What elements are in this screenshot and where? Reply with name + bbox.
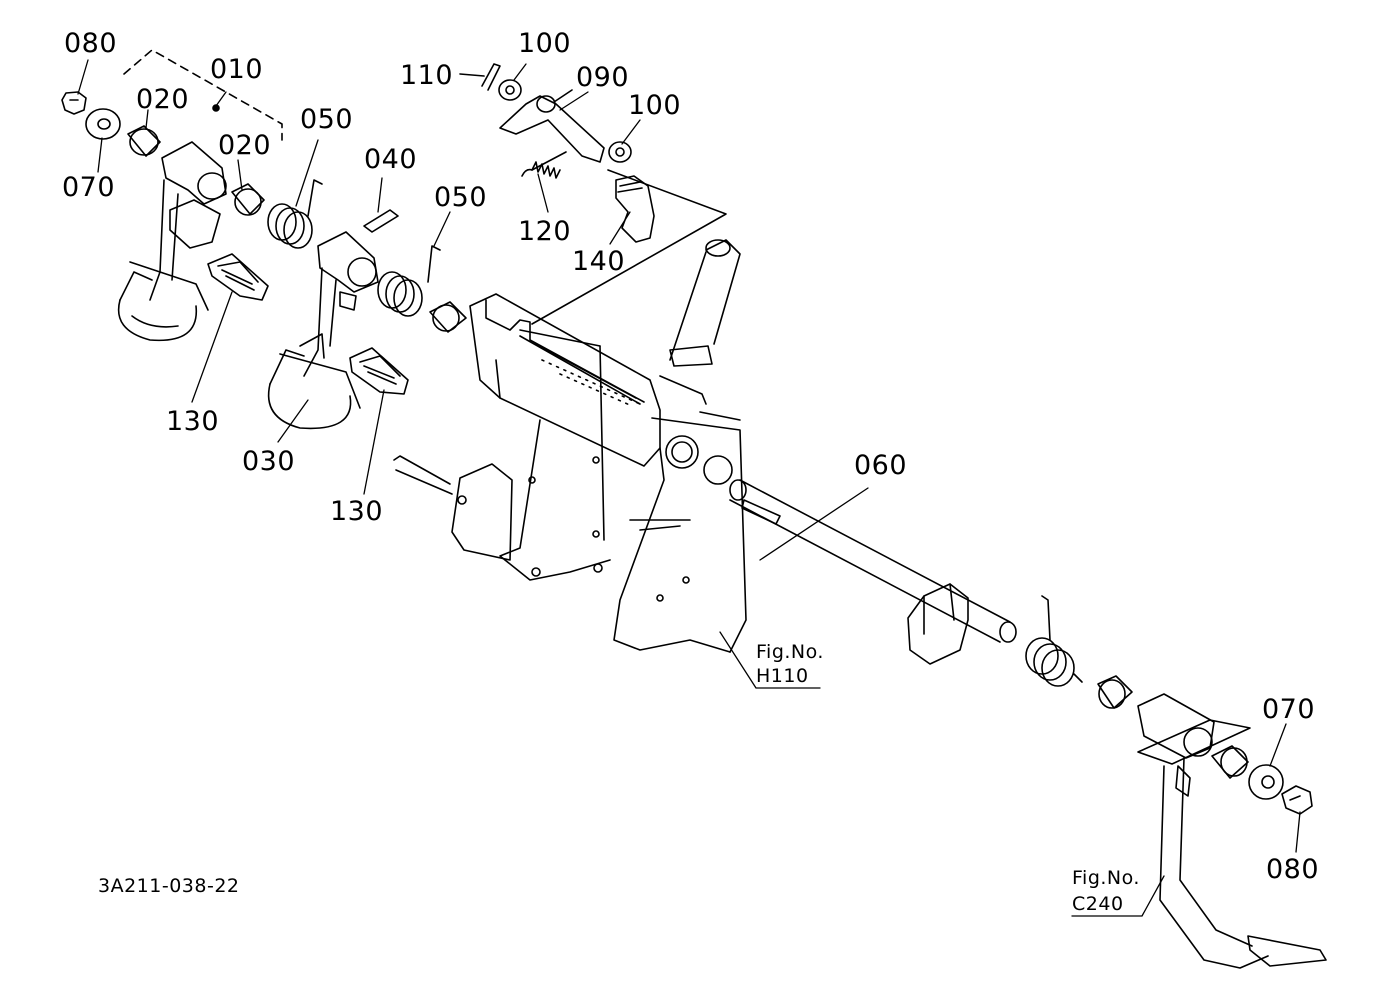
label-020-mid: 020 bbox=[218, 130, 272, 161]
label-030: 030 bbox=[242, 446, 296, 477]
bushing-right bbox=[1211, 745, 1249, 779]
figref-c240-title: Fig.No. bbox=[1072, 867, 1140, 889]
pedal-030 bbox=[267, 231, 379, 430]
washer-100-right bbox=[608, 141, 632, 163]
knob-140 bbox=[615, 175, 655, 243]
collar-near-bracket bbox=[429, 301, 467, 333]
clip-080-right bbox=[1281, 785, 1313, 815]
label-040: 040 bbox=[364, 144, 418, 175]
frame-h110 bbox=[393, 293, 747, 653]
pad-130-left bbox=[207, 253, 269, 301]
cotter-pin-110 bbox=[459, 63, 501, 91]
spring-050-right bbox=[377, 245, 441, 317]
label-060: 060 bbox=[854, 450, 908, 481]
washer-070-right bbox=[1248, 764, 1284, 800]
label-010: 010 bbox=[210, 54, 264, 85]
marker-dot bbox=[212, 104, 220, 112]
label-070-right: 070 bbox=[1262, 694, 1316, 725]
collar-right bbox=[1097, 675, 1133, 709]
washer-070-left bbox=[85, 108, 121, 140]
label-140: 140 bbox=[572, 246, 626, 277]
spring-right bbox=[1025, 595, 1083, 687]
label-050-right: 050 bbox=[434, 182, 488, 213]
label-050-left: 050 bbox=[300, 104, 354, 135]
bushing-020-mid bbox=[231, 183, 265, 216]
drawing-code: 3A211-038-22 bbox=[98, 875, 240, 897]
label-080-left: 080 bbox=[64, 28, 118, 59]
spring-120 bbox=[521, 151, 567, 179]
figref-c240-code: C240 bbox=[1072, 893, 1124, 915]
label-130-left: 130 bbox=[166, 406, 220, 437]
spring-050-left bbox=[267, 179, 323, 249]
clip-080-left bbox=[61, 91, 87, 115]
figref-h110-code: H110 bbox=[756, 665, 809, 687]
label-100-top: 100 bbox=[518, 28, 572, 59]
pad-130-right bbox=[349, 347, 409, 395]
label-080-right: 080 bbox=[1266, 854, 1320, 885]
label-120: 120 bbox=[518, 216, 572, 247]
label-130-right: 130 bbox=[330, 496, 384, 527]
leader-lines bbox=[77, 59, 1301, 917]
bracket-line bbox=[531, 169, 727, 325]
lever-090 bbox=[499, 89, 605, 163]
label-110: 110 bbox=[400, 60, 454, 91]
shaft-060 bbox=[703, 455, 1017, 665]
label-100-right: 100 bbox=[628, 90, 682, 121]
bushing-020-left bbox=[127, 125, 161, 157]
label-090: 090 bbox=[576, 62, 630, 93]
pin-040 bbox=[363, 209, 399, 233]
figref-h110-title: Fig.No. bbox=[756, 641, 824, 663]
column-tube bbox=[659, 239, 741, 405]
pedal-c240 bbox=[1137, 693, 1327, 969]
pedal-010 bbox=[117, 141, 227, 342]
dashed-bracket bbox=[123, 49, 283, 141]
label-070-left: 070 bbox=[62, 172, 116, 203]
label-020-left: 020 bbox=[136, 84, 190, 115]
washer-100-top bbox=[498, 79, 522, 101]
